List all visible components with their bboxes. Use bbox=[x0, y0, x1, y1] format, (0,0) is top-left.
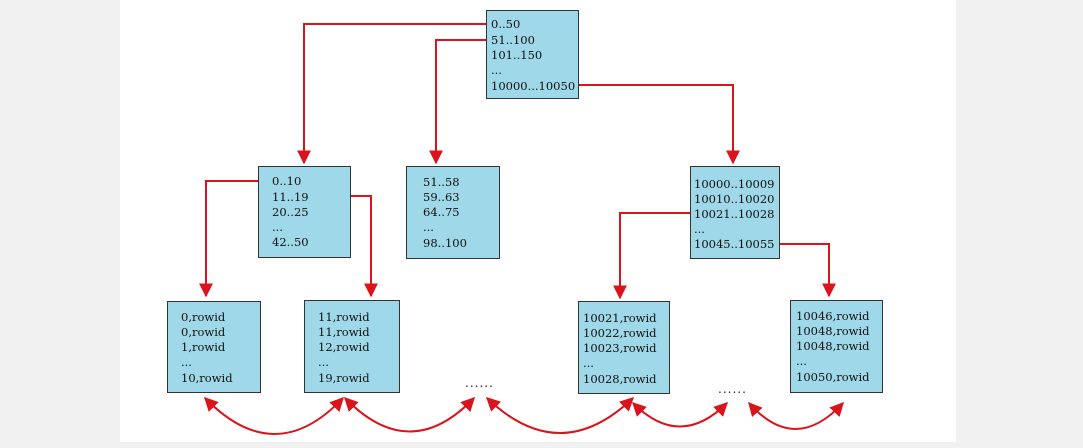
leaf-4-entry-last: 10050,rowid bbox=[796, 370, 870, 384]
branch-left-range-3: 20..25 bbox=[272, 205, 309, 219]
leaf-3-entry-1: 10021,rowid bbox=[583, 311, 657, 325]
branch-right-range-1: 10000..10009 bbox=[694, 177, 775, 191]
leaf-gap-ellipsis-2: ...... bbox=[718, 382, 747, 396]
branch-node-right: 10000..10009 10010..10020 10021..10028 .… bbox=[690, 166, 780, 259]
leaf-4-ellipsis: ... bbox=[796, 354, 807, 368]
leaf-3-entry-3: 10023,rowid bbox=[583, 341, 657, 355]
leaf-1-entry-1: 0,rowid bbox=[181, 310, 226, 324]
leaf-2-entry-3: 12,rowid bbox=[318, 340, 370, 354]
leaf-2-ellipsis: ... bbox=[318, 355, 329, 369]
branch-right-range-3: 10021..10028 bbox=[694, 207, 775, 221]
leaf-node-2: 11,rowid 11,rowid 12,rowid ... 19,rowid bbox=[304, 300, 400, 393]
root-node: 0..50 51..100 101..150 ... 10000...10050 bbox=[486, 10, 579, 99]
leaf-node-3: 10021,rowid 10022,rowid 10023,rowid ... … bbox=[578, 301, 670, 394]
branch-middle-range-2: 59..63 bbox=[423, 190, 460, 204]
branch-left-range-1: 0..10 bbox=[272, 174, 302, 188]
leaf-3-ellipsis: ... bbox=[583, 356, 594, 370]
root-range-last: 10000...10050 bbox=[491, 79, 576, 93]
leaf-1-entry-last: 10,rowid bbox=[181, 371, 233, 385]
leaf-2-entry-last: 19,rowid bbox=[318, 371, 370, 385]
leaf-2-entry-2: 11,rowid bbox=[318, 325, 370, 339]
branch-node-left: 0..10 11..19 20..25 ... 42..50 bbox=[258, 166, 351, 258]
branch-left-ellipsis: ... bbox=[272, 220, 283, 234]
leaf-1-entry-2: 0,rowid bbox=[181, 325, 226, 339]
leaf-4-entry-1: 10046,rowid bbox=[796, 309, 870, 323]
root-range-3: 101..150 bbox=[491, 48, 543, 62]
leaf-node-1: 0,rowid 0,rowid 1,rowid ... 10,rowid bbox=[167, 301, 261, 393]
leaf-4-entry-3: 10048,rowid bbox=[796, 339, 870, 353]
branch-right-range-last: 10045..10055 bbox=[694, 237, 775, 251]
branch-middle-range-last: 98..100 bbox=[423, 236, 467, 250]
root-ellipsis: ... bbox=[491, 63, 502, 77]
branch-middle-range-3: 64..75 bbox=[423, 205, 460, 219]
leaf-gap-ellipsis-1: ...... bbox=[465, 376, 494, 390]
leaf-node-4: 10046,rowid 10048,rowid 10048,rowid ... … bbox=[790, 300, 883, 393]
branch-middle-range-1: 51..58 bbox=[423, 175, 460, 189]
branch-left-range-last: 42..50 bbox=[272, 235, 309, 249]
leaf-2-entry-1: 11,rowid bbox=[318, 310, 370, 324]
leaf-1-entry-3: 1,rowid bbox=[181, 340, 226, 354]
root-range-2: 51..100 bbox=[491, 33, 535, 47]
leaf-4-entry-2: 10048,rowid bbox=[796, 324, 870, 338]
branch-right-ellipsis: ... bbox=[694, 222, 705, 236]
leaf-3-entry-2: 10022,rowid bbox=[583, 326, 657, 340]
branch-middle-ellipsis: ... bbox=[423, 220, 434, 234]
branch-node-middle: 51..58 59..63 64..75 ... 98..100 bbox=[406, 166, 500, 259]
leaf-3-entry-last: 10028,rowid bbox=[583, 372, 657, 386]
root-range-1: 0..50 bbox=[491, 17, 521, 31]
branch-left-range-2: 11..19 bbox=[272, 190, 309, 204]
branch-right-range-2: 10010..10020 bbox=[694, 192, 775, 206]
leaf-1-ellipsis: ... bbox=[181, 355, 192, 369]
